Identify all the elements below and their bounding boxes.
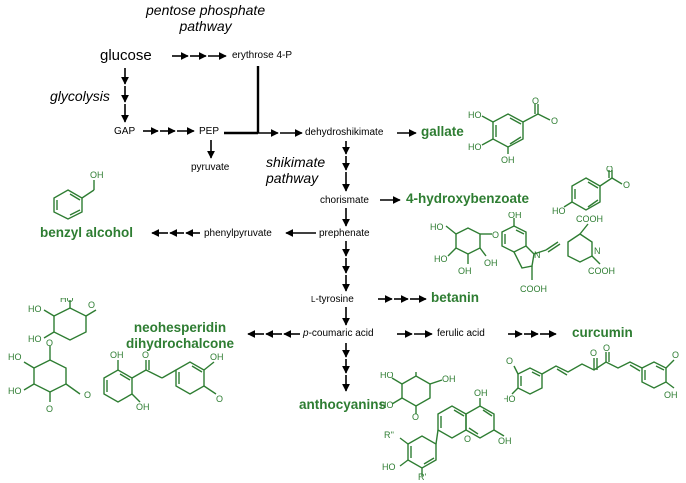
neo-oh-atom-2: OH [136, 402, 150, 412]
antho-oh-atom-2: OH [474, 388, 488, 398]
antho-oh-atom-1: OH [442, 374, 456, 384]
betanin-oh-atom-3: OH [508, 212, 522, 220]
gallate-label: gallate [421, 124, 464, 139]
hydroxybenzoate-structure: O O HO [552, 166, 630, 216]
neo-o-atom-3: O [46, 404, 53, 414]
neo-o-atom-2: O [46, 338, 53, 348]
neo-o-atom-1: O [88, 300, 95, 310]
betanin-n-atom: N [534, 250, 541, 260]
prephenate-label: prephenate [319, 228, 370, 239]
betanin-o-atom: O [492, 230, 499, 240]
benzyl-oh-atom: OH [90, 170, 104, 180]
erythrose-4p-label: erythrose 4-P [232, 50, 293, 61]
curcumin-o-atom-2: O [590, 348, 597, 358]
neo-ho-atom-1: HO [60, 298, 74, 304]
curcumin-label: curcumin [572, 325, 633, 340]
curcumin-o-atom-1: O [506, 356, 513, 366]
neo-ho-atom-2: HO [28, 304, 42, 314]
dehydroshikimate-label: dehydroshikimate [305, 127, 384, 138]
antho-ho-atom-1: HO [380, 372, 394, 380]
betanin-cooh-atom-1: COOH [576, 214, 603, 224]
betanin-n-atom-2: N [594, 246, 601, 256]
glucose-label: glucose [100, 47, 152, 64]
antho-ho-atom-3: HO [382, 462, 396, 472]
glycolysis-label: glycolysis [50, 88, 110, 104]
pep-label: PEP [199, 126, 220, 137]
neo-oh-atom-3: OH [210, 352, 224, 362]
ferulic-acid-label: ferulic acid [437, 328, 485, 339]
chorismate-label: chorismate [320, 195, 369, 206]
anthocyanins-label: anthocyanins [299, 397, 387, 412]
gallate-ho-atom-1: HO [468, 110, 482, 120]
neo-o-atom-6: O [216, 394, 223, 404]
pentose-phosphate-pathway-label: pentose phosphate pathway [146, 2, 266, 34]
curcumin-ho-atom: HO [504, 394, 516, 404]
gallate-oh-atom: OH [501, 155, 515, 164]
gallate-o-atom: O [532, 96, 539, 106]
curcumin-o-atom-3: O [603, 344, 610, 353]
antho-ho-atom-2: HO [380, 400, 394, 410]
hydroxybenzoate-label: 4-hydroxybenzoate [406, 191, 530, 206]
neo-ho-atom-3: HO [28, 334, 42, 344]
antho-r-double: R'' [384, 430, 394, 440]
betanin-ho-atom-2: HO [434, 254, 448, 264]
antho-o-atom-2: O [464, 434, 471, 444]
anthocyanin-structure: HO HO OH O O OH OH R'' HO R' [380, 372, 512, 482]
neo-ho-atom-5: HO [8, 386, 22, 396]
curcumin-oh-atom: OH [664, 390, 678, 400]
antho-o-atom-1: O [412, 412, 419, 422]
hydroxybenzoate-ho-atom: HO [552, 206, 566, 216]
neohesperidin-label: neohesperidin dihydrochalcone [126, 320, 235, 351]
curcumin-o-atom-4: O [672, 350, 679, 360]
antho-r-prime: R' [418, 472, 426, 482]
gap-label: GAP [114, 126, 136, 137]
betanin-oh-atom-2: OH [484, 258, 498, 268]
shikimate-pathway-label: shikimate pathway [266, 154, 326, 186]
benzyl-alcohol-structure: OH [53, 170, 104, 220]
antho-oh-atom-3: OH [498, 436, 512, 446]
betanin-oh-atom-1: OH [458, 266, 472, 276]
tyrosine-label: L-tyrosine [311, 294, 354, 305]
tyrosine-prefix: L [311, 295, 316, 304]
betanin-ho-atom-1: HO [430, 222, 444, 232]
neo-oh-atom-1: OH [110, 350, 124, 360]
coumaric-acid-label: p-coumaric acid [303, 328, 374, 339]
betanin-cooh-atom-2: COOH [588, 266, 615, 276]
neo-o-atom-4: O [84, 390, 91, 400]
gallate-ho-atom-2: HO [468, 142, 482, 152]
pyruvate-label: pyruvate [191, 162, 230, 173]
hydroxybenzoate-o-atom: O [606, 166, 613, 174]
neohesperidin-structure: HO HO HO O O HO HO O O OH OH O OH O [8, 298, 224, 414]
gallate-structure: O O HO HO OH [468, 96, 558, 164]
neo-ho-atom-4: HO [8, 352, 22, 362]
benzyl-alcohol-label: benzyl alcohol [40, 225, 134, 240]
betanin-structure: HO OH HO OH O OH N COOH N COOH COOH [430, 212, 615, 294]
gallate-o-minus-atom: O [551, 116, 558, 126]
betanin-cooh-atom-3: COOH [520, 284, 547, 294]
neo-o-atom-5: O [142, 350, 149, 360]
hydroxybenzoate-o-minus-atom: O [623, 180, 630, 190]
curcumin-structure: O HO O O O OH [504, 344, 679, 404]
phenylpyruvate-label: phenylpyruvate [204, 228, 272, 239]
betanin-label: betanin [431, 290, 480, 305]
